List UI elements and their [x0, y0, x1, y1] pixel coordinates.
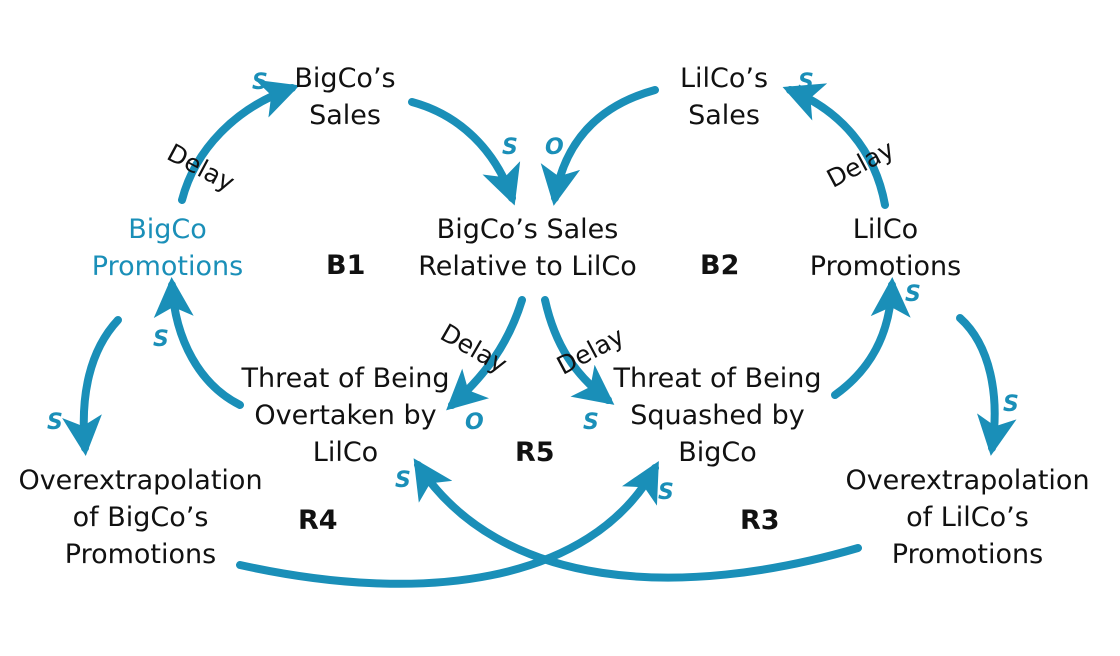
node-bigco-sales-line-1: BigCo’s	[294, 63, 396, 94]
polarity-bigco-promo-to-overextrap: S	[47, 410, 63, 435]
node-bigco-sales-line-2: Sales	[309, 100, 381, 131]
arrow-lilco-promo-to-overextrap	[956, 314, 1017, 456]
node-threat-overtaken-line-3: LilCo	[312, 437, 379, 468]
arrow-threat-squashed-to-lilco-promo	[831, 277, 911, 399]
polarity-threat-overtaken-to-bigco-promo: S	[153, 327, 169, 352]
polarity-lilco-sales-to-relative: O	[545, 135, 564, 160]
loop-label-b2: B2	[700, 250, 740, 281]
node-lilco-sales-line-1: LilCo’s	[679, 63, 769, 94]
polarity-bigco-promo-to-sales: S	[252, 70, 268, 95]
node-bigco-promotions: BigCo Promotions	[80, 211, 255, 285]
node-overextrap-lilco-line-2: of LilCo’s	[906, 502, 1029, 533]
node-bigco-promotions-line-1: BigCo	[128, 214, 207, 245]
polarity-lilco-promo-to-overextrap: S	[1003, 392, 1019, 417]
polarity-overextrap-bigco-to-threat-squashed: S	[658, 480, 674, 505]
node-lilco-sales-line-2: Sales	[688, 100, 760, 131]
polarity-threat-squashed-to-lilco-promo: S	[905, 282, 921, 307]
polarity-bigco-sales-to-relative: S	[502, 135, 518, 160]
node-threat-overtaken: Threat of Being Overtaken by LilCo	[228, 360, 463, 471]
arrow-overextrap-bigco-to-threat-squashed	[236, 461, 659, 588]
loop-label-r4: R4	[298, 505, 338, 536]
arrow-bigco-sales-to-relative	[408, 98, 521, 206]
polarity-relative-to-threat-squashed: S	[583, 410, 599, 435]
loop-label-b1: B1	[326, 250, 366, 281]
node-overextrap-bigco-line-1: Overextrapolation	[18, 465, 263, 496]
node-lilco-promotions-line-1: LilCo	[852, 214, 919, 245]
node-threat-squashed-line-3: BigCo	[678, 437, 757, 468]
arrow-bigco-promo-to-sales	[178, 79, 300, 204]
node-overextrap-bigco-line-2: of BigCo’s	[72, 502, 209, 533]
arrow-lilco-sales-to-relative	[540, 86, 659, 206]
node-overextrap-bigco: Overextrapolation of BigCo’s Promotions	[8, 462, 273, 573]
node-bigco-promotions-line-2: Promotions	[91, 251, 244, 282]
node-overextrap-bigco-line-3: Promotions	[64, 539, 217, 570]
node-relative-sales: BigCo’s Sales Relative to LilCo	[405, 211, 650, 285]
arrow-bigco-promo-to-overextrap	[62, 316, 122, 456]
node-overextrap-lilco: Overextrapolation of LilCo’s Promotions	[835, 462, 1100, 573]
arrow-overextrap-lilco-to-threat-overtaken	[413, 458, 862, 582]
node-lilco-promotions-line-2: Promotions	[809, 251, 962, 282]
node-lilco-promotions: LilCo Promotions	[798, 211, 973, 285]
node-threat-squashed-line-2: Squashed by	[630, 400, 805, 431]
node-overextrap-lilco-line-1: Overextrapolation	[845, 465, 1090, 496]
node-relative-sales-line-1: BigCo’s Sales	[436, 214, 619, 245]
arrow-lilco-promo-to-sales	[782, 83, 889, 209]
node-threat-overtaken-line-1: Threat of Being	[241, 363, 450, 394]
node-threat-squashed-line-1: Threat of Being	[613, 363, 822, 394]
loop-label-r3: R3	[740, 505, 780, 536]
node-overextrap-lilco-line-3: Promotions	[891, 539, 1044, 570]
node-bigco-sales: BigCo’s Sales	[290, 60, 400, 134]
node-relative-sales-line-2: Relative to LilCo	[418, 251, 637, 282]
arrow-relative-to-threat-overtaken	[446, 296, 526, 411]
node-threat-squashed: Threat of Being Squashed by BigCo	[600, 360, 835, 471]
arrow-relative-to-threat-squashed	[541, 296, 615, 405]
node-lilco-sales: LilCo’s Sales	[668, 60, 780, 134]
polarity-overextrap-lilco-to-threat-overtaken: S	[395, 468, 411, 493]
polarity-lilco-promo-to-sales: S	[798, 70, 814, 95]
polarity-relative-to-threat-overtaken: O	[465, 410, 484, 435]
loop-label-r5: R5	[515, 437, 555, 468]
arrow-threat-overtaken-to-bigco-promo	[153, 277, 244, 409]
node-threat-overtaken-line-2: Overtaken by	[254, 400, 437, 431]
